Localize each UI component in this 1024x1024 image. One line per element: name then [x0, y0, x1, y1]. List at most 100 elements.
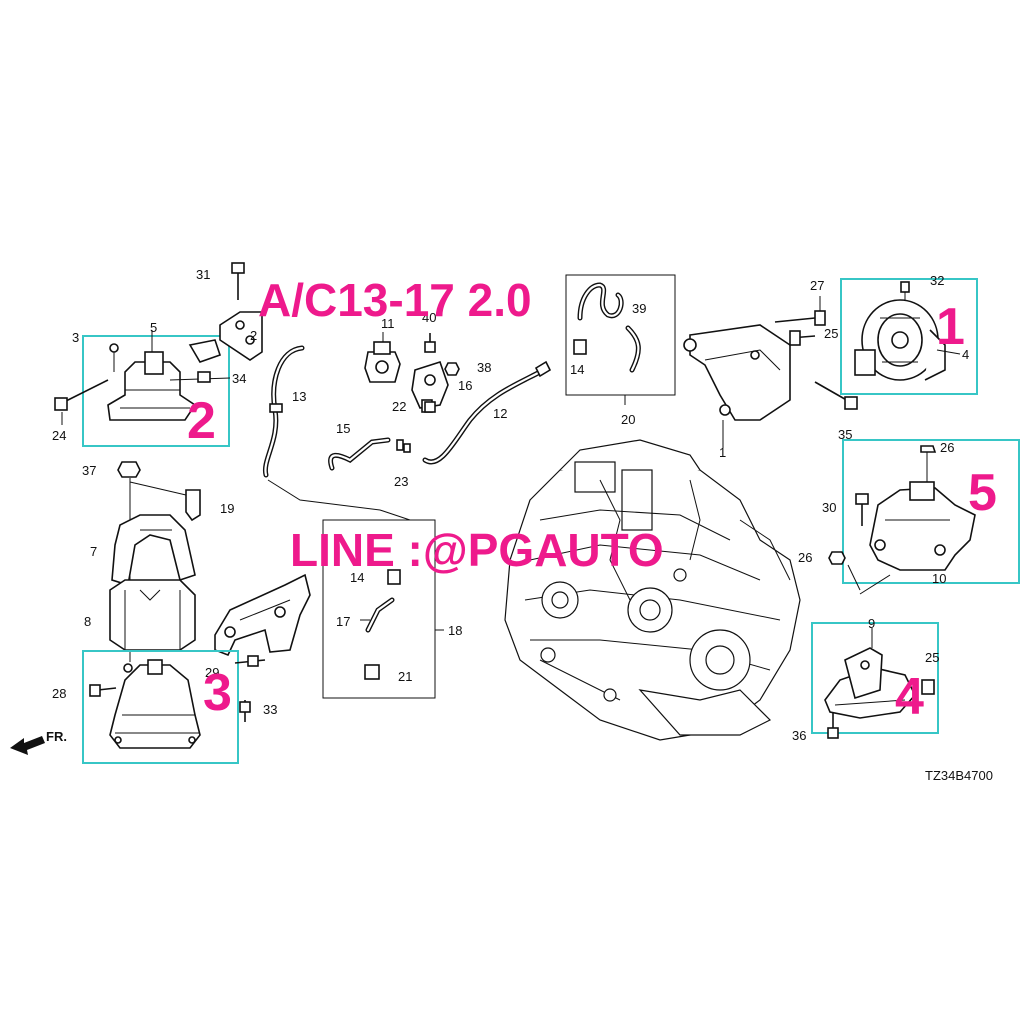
mount-3-part [109, 659, 201, 749]
mount-3-highlight [82, 650, 239, 764]
group-20-outline [565, 274, 676, 396]
clip-23 [396, 439, 411, 453]
bolt-34 [197, 371, 211, 383]
hose-39 [625, 325, 641, 373]
callout-33: 33 [263, 702, 277, 717]
clip-14-lower [387, 569, 401, 585]
model-year-label: A/C13-17 2.0 [258, 274, 532, 326]
part-8 [109, 579, 196, 651]
callout-12: 12 [493, 406, 507, 421]
callout-29: 29 [205, 665, 219, 680]
callout-14-upper: 14 [570, 362, 584, 377]
callout-9: 9 [868, 616, 875, 631]
mount-5-highlight [842, 439, 1020, 584]
callout-24: 24 [52, 428, 66, 443]
callout-36: 36 [792, 728, 806, 743]
callout-18: 18 [448, 623, 462, 638]
callout-8: 8 [84, 614, 91, 629]
callout-15: 15 [336, 421, 350, 436]
hose-12 [422, 360, 552, 465]
mount-4-highlight [811, 622, 939, 734]
callout-14-lower: 14 [350, 570, 364, 585]
bolt-27 [774, 296, 826, 326]
mount-number-5: 5 [968, 464, 997, 522]
callout-21: 21 [398, 669, 412, 684]
hose-15 [328, 437, 391, 471]
mount-4-part [824, 628, 916, 719]
mount-5-part [869, 445, 976, 571]
callout-7: 7 [90, 544, 97, 559]
bracket-2 [219, 311, 263, 361]
clip-14-upper [573, 339, 587, 355]
bolt-29-right [789, 330, 816, 346]
callout-5: 5 [150, 320, 157, 335]
callout-13: 13 [292, 389, 306, 404]
callout-28: 28 [52, 686, 66, 701]
seller-line-id: LINE :@PGAUTO [290, 524, 664, 576]
hose-20 [577, 282, 624, 321]
callout-35: 35 [838, 427, 852, 442]
callout-25-top: 25 [824, 326, 838, 341]
callout-2: 2 [250, 328, 257, 343]
bracket-19 [185, 489, 201, 522]
bolt-35 [814, 381, 858, 410]
bolt-29-left [234, 655, 266, 667]
callout-16: 16 [458, 378, 472, 393]
mount-number-1: 1 [936, 298, 965, 356]
callout-32: 32 [930, 273, 944, 288]
callout-3-partial: 3 [72, 330, 79, 345]
mount-1-highlight [840, 278, 978, 395]
mount-number-2: 2 [187, 392, 216, 450]
bolt-25 [921, 679, 935, 695]
mount-1-part [854, 281, 961, 381]
bolt-40 [424, 333, 436, 353]
clip-22 [424, 401, 436, 413]
hose-17 [360, 597, 395, 633]
callout-22: 22 [392, 399, 406, 414]
callout-37: 37 [82, 463, 96, 478]
callout-27: 27 [810, 278, 824, 293]
mount-number-4: 4 [895, 668, 924, 726]
callout-4: 4 [962, 347, 969, 362]
nut-38 [444, 362, 460, 376]
mount-2-highlight [82, 335, 230, 447]
clip-21 [364, 664, 380, 680]
callout-17: 17 [336, 614, 350, 629]
solenoid-11 [364, 332, 401, 383]
front-arrow-icon [10, 736, 45, 755]
callout-23: 23 [394, 474, 408, 489]
bolt-30 [855, 493, 869, 526]
engine-assembly [504, 439, 801, 741]
nut-37 [117, 461, 141, 478]
callout-25-right: 25 [925, 650, 939, 665]
mount-2-part [107, 330, 231, 421]
part-7 [111, 514, 196, 587]
group-18-outline [322, 519, 436, 699]
callout-38: 38 [477, 360, 491, 375]
mount-number-3: 3 [203, 664, 232, 722]
hose-13 [262, 345, 411, 521]
bolt-31 [231, 262, 245, 300]
callout-39: 39 [632, 301, 646, 316]
bolt-24 [54, 379, 109, 425]
bracket-9 [214, 573, 311, 657]
nut-26-lower [828, 551, 846, 565]
callout-1: 1 [719, 445, 726, 460]
callout-31: 31 [196, 267, 210, 282]
callout-34: 34 [232, 371, 246, 386]
bolt-36 [827, 712, 839, 739]
diagram-code: TZ34B4700 [925, 768, 993, 783]
callout-40: 40 [422, 310, 436, 325]
callout-26-top: 26 [940, 440, 954, 455]
front-marker-label: FR. [46, 729, 67, 744]
callout-30: 30 [822, 500, 836, 515]
bolt-33 [239, 700, 251, 722]
callout-26-lower: 26 [798, 550, 812, 565]
callout-10: 10 [932, 571, 946, 586]
bolt-28 [89, 684, 117, 697]
callout-11: 11 [381, 316, 395, 331]
part-1-bracket [683, 324, 791, 448]
callout-20: 20 [621, 412, 635, 427]
